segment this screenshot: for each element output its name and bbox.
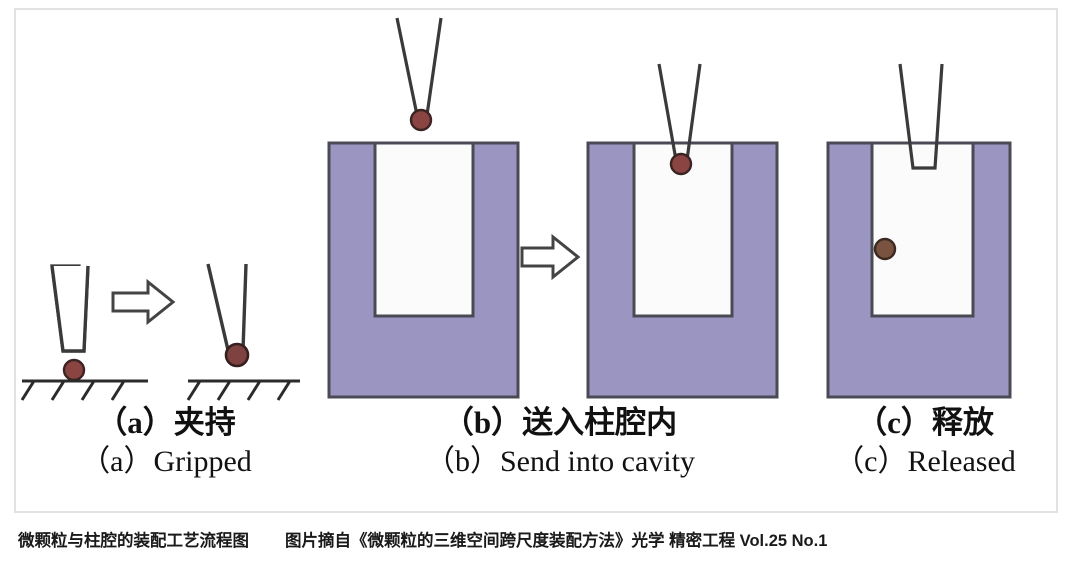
panel-b-caption: （b）送入柱腔内 （b）Send into cavity bbox=[330, 405, 790, 478]
gripper-holding-above-cavity-icon bbox=[395, 17, 443, 117]
block-outline-b-right bbox=[586, 141, 779, 399]
particle-on-ground bbox=[62, 358, 86, 382]
panel-a-label-cn: （a）夹持 bbox=[96, 405, 236, 440]
panel-b-left-graphic bbox=[327, 17, 520, 399]
particle-held-above-cavity bbox=[409, 108, 433, 132]
panel-b-label-en: （b）Send into cavity bbox=[425, 444, 695, 478]
panel-a-graphic bbox=[20, 263, 300, 401]
panel-c-caption: （c）释放 （c）Released bbox=[800, 405, 1050, 478]
particle-released bbox=[873, 237, 897, 261]
source-row: 微颗粒与柱腔的装配工艺流程图 图片摘自《微颗粒的三维空间跨尺度装配方法》光学 精… bbox=[14, 521, 1058, 557]
panel-a-label-en: （a）Gripped bbox=[80, 444, 252, 478]
cavity-opening-c bbox=[870, 143, 975, 318]
panel-c-label-cn: （c）释放 bbox=[856, 405, 994, 440]
particle-gripped bbox=[224, 342, 250, 368]
arrow-right-icon-b bbox=[520, 233, 581, 281]
panel-b-right-graphic bbox=[586, 63, 779, 399]
panel-c-graphic bbox=[826, 63, 1012, 399]
panel-a-caption: （a）夹持 （a）Gripped bbox=[22, 405, 310, 478]
arrow-right-icon-a bbox=[111, 278, 176, 326]
ground-surface-left bbox=[20, 379, 148, 401]
gripper-released-icon bbox=[898, 63, 944, 170]
gripper-holding-icon bbox=[206, 263, 248, 352]
gripper-open-icon bbox=[50, 264, 90, 353]
ground-surface-right bbox=[186, 379, 300, 401]
particle-inside-cavity bbox=[669, 152, 693, 176]
block-outline-c bbox=[826, 141, 1012, 399]
block-outline-b-left bbox=[327, 141, 520, 399]
source-note: 图片摘自《微颗粒的三维空间跨尺度装配方法》光学 精密工程 Vol.25 No.1 bbox=[285, 532, 828, 550]
cavity-opening-b-left bbox=[373, 143, 475, 318]
figure-title: 微颗粒与柱腔的装配工艺流程图 bbox=[18, 532, 249, 550]
cavity-opening-b-right bbox=[632, 143, 734, 318]
panel-b-label-cn: （b）送入柱腔内 bbox=[442, 405, 678, 440]
panel-c-label-en: （c）Released bbox=[834, 444, 1016, 478]
